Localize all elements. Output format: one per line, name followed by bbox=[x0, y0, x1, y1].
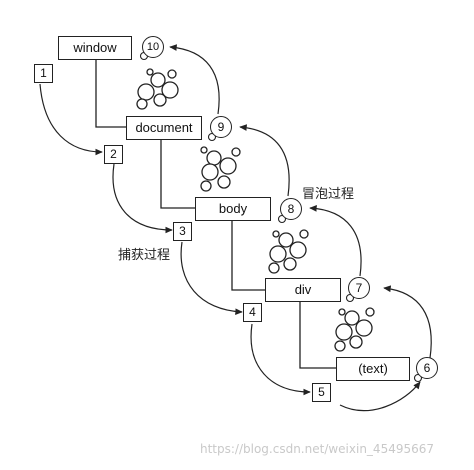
bubble-step-10: 10 bbox=[142, 36, 164, 58]
capture-arrow-5-6 bbox=[339, 381, 421, 412]
capture-arrow-1-2 bbox=[39, 83, 103, 156]
capture-arrow-2-3 bbox=[112, 163, 173, 234]
capture-arrow-4-5 bbox=[250, 323, 311, 396]
bubble-cluster-1 bbox=[136, 68, 179, 110]
capture-phase-label: 捕获过程 bbox=[118, 247, 171, 262]
div-node: div bbox=[265, 278, 341, 302]
bubble-cluster-3 bbox=[268, 229, 309, 274]
capture-arrows bbox=[39, 83, 421, 412]
bubble-step-6: 6 bbox=[416, 357, 438, 379]
bubble-arrow-7-8 bbox=[309, 205, 362, 277]
capture-step-1: 1 bbox=[34, 64, 53, 83]
document-node: document bbox=[126, 116, 202, 140]
bubble-phase-label: 冒泡过程 bbox=[302, 186, 355, 201]
bubble-step-7: 7 bbox=[348, 277, 370, 299]
capture-step-5: 5 bbox=[312, 383, 331, 402]
capture-step-3: 3 bbox=[173, 222, 192, 241]
watermark: https://blog.csdn.net/weixin_45495667 bbox=[200, 442, 435, 456]
bubble-arrow-6-7 bbox=[383, 285, 432, 359]
body-node: body bbox=[195, 197, 271, 221]
bubble-arrows bbox=[169, 44, 432, 359]
bubble-arrow-8-9 bbox=[239, 124, 290, 197]
bubble-step-9: 9 bbox=[210, 116, 232, 138]
capture-arrow-3-4 bbox=[180, 241, 243, 316]
bubble-arrow-9-10 bbox=[169, 44, 220, 115]
tree-connectors bbox=[95, 60, 336, 369]
bubble-tails bbox=[139, 51, 423, 383]
bubble-cluster-4 bbox=[334, 307, 375, 352]
bubble-cluster-2 bbox=[200, 146, 241, 192]
capture-step-2: 2 bbox=[104, 145, 123, 164]
bubble-step-8: 8 bbox=[280, 198, 302, 220]
capture-step-4: 4 bbox=[243, 303, 262, 322]
window-node: window bbox=[58, 36, 132, 60]
text-node: (text) bbox=[336, 357, 410, 381]
